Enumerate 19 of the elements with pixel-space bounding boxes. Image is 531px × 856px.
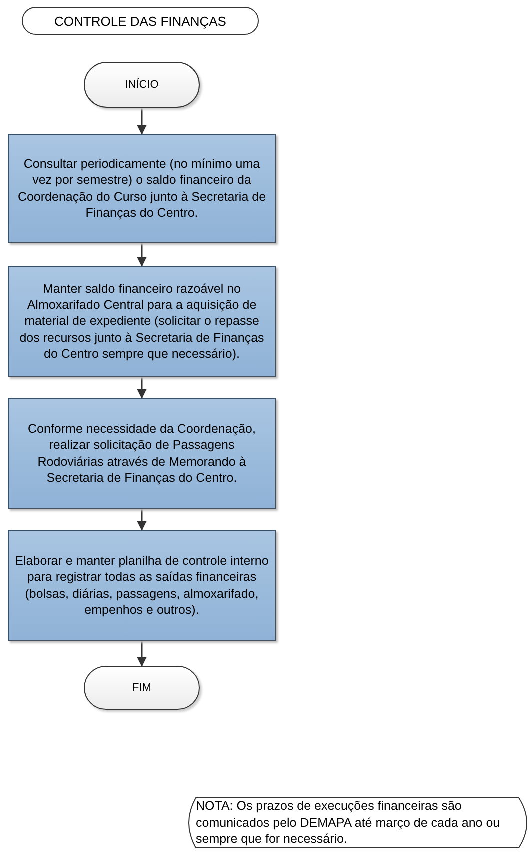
node-text: FIM bbox=[132, 682, 152, 694]
node-text: Conforme necessidade da Coordenação, realizar solicitação de Passagens Rodoviárias através de Memorando à Secretaria de Finanças do Centro. bbox=[27, 421, 257, 486]
terminal-pill bbox=[84, 666, 200, 710]
arrow bbox=[137, 509, 147, 531]
arrow bbox=[137, 377, 147, 399]
process-box bbox=[8, 530, 276, 641]
node-text: Consultar periodicamente (no mínimo uma vez por semestre) o saldo financeiro da Coordenação do Curso junto à Secretaria de Finanças do Centro. bbox=[16, 156, 268, 221]
node-text: INÍCIO bbox=[125, 79, 159, 91]
terminal-pill bbox=[84, 62, 200, 108]
process-box bbox=[8, 266, 276, 377]
arrow bbox=[137, 108, 147, 135]
process-box bbox=[8, 134, 276, 243]
title-pill: CONTROLE DAS FINANÇAS bbox=[22, 7, 259, 35]
arrow bbox=[137, 641, 147, 667]
node-text: Elaborar e manter planilha de controle interno para registrar todas as saídas financeiras (bolsas, diárias, passagens, almoxarifado, empenhos e outros). bbox=[15, 553, 269, 618]
arrow bbox=[137, 243, 147, 267]
node-text: Manter saldo financeiro razoável no Almoxarifado Central para a aquisição de material de expediente (solicitar o repasse dos recursos junto à Secretaria de Finanças do Centro sempre que necessário). bbox=[18, 280, 266, 362]
process-box bbox=[8, 398, 276, 509]
note-text: NOTA: Os prazos de execuções financeiras são comunicados pelo DEMAPA até março de cada ano ou sempre que for necessário. bbox=[186, 798, 531, 848]
